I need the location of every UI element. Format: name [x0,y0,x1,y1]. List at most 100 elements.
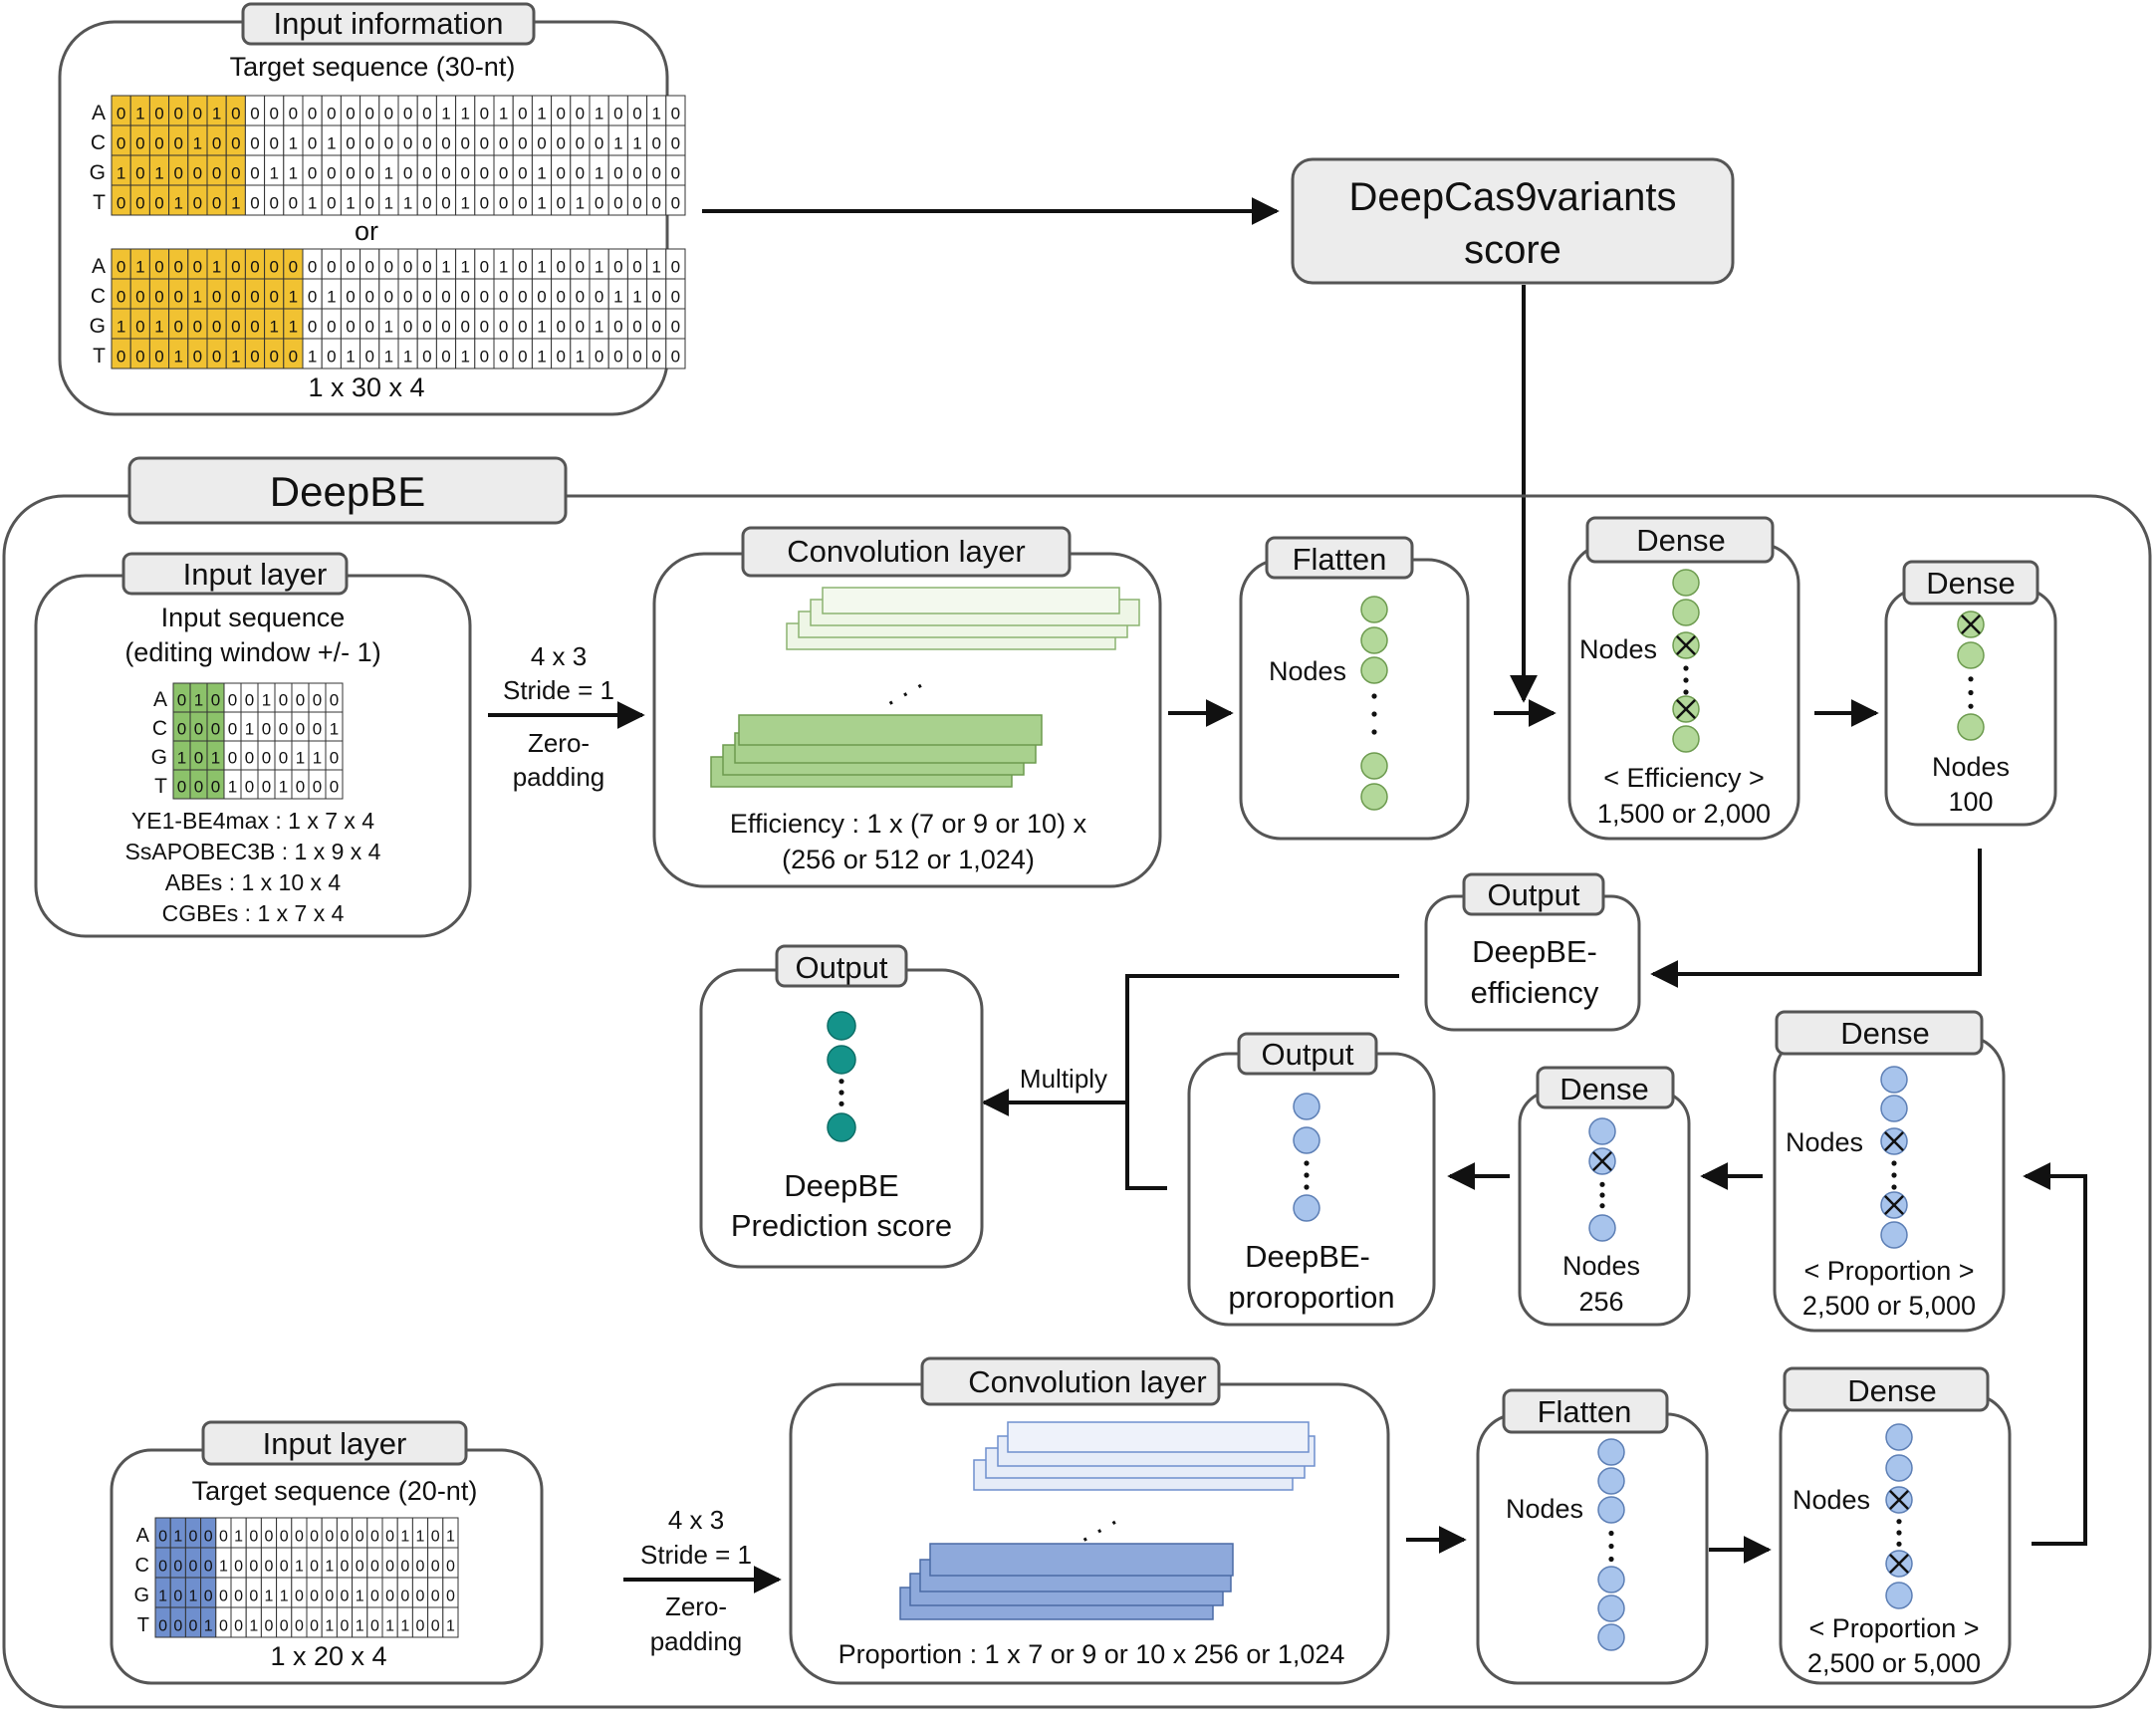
matrix-cell-value: 0 [441,317,450,336]
matrix-cell-value: 0 [651,163,660,182]
ellipsis-dot [1896,1530,1902,1536]
matrix-cell-value: 1 [537,257,546,276]
deepbe-title: DeepBE [270,468,425,515]
node [1672,725,1700,753]
spec-abes: ABEs : 1 x 10 x 4 [165,869,342,895]
matrix-cell-value: 1 [327,287,336,306]
matrix-cell-value: 0 [280,1617,289,1634]
matrix-cell-value: 0 [173,1588,182,1604]
matrix-cell-value: 0 [212,287,221,306]
input-information-title: Input information [274,6,504,41]
matrix-cell-value: 0 [204,1558,213,1575]
efficiency-conv-label-2: (256 or 512 or 1,024) [782,845,1035,874]
matrix-cell-value: 1 [346,347,355,366]
node [1597,1467,1625,1495]
matrix-cell-value: 0 [671,104,680,122]
matrix-cell-value: 0 [219,1528,228,1545]
matrix-cell-value: 1 [651,257,660,276]
matrix-row-label: G [133,1585,149,1606]
matrix-cell-value: 0 [480,287,489,306]
proportion-conv-label: Proportion : 1 x 7 or 9 or 10 x 256 or 1… [838,1639,1345,1669]
matrix-row-label: A [92,102,106,124]
matrix-cell-value: 0 [422,133,431,152]
matrix-cell [665,338,686,369]
node [1885,1454,1913,1482]
matrix-cell-value: 0 [289,104,298,122]
matrix-cell-value: 0 [613,163,622,182]
matrix-cell-value: 1 [212,257,221,276]
matrix-cell-value: 0 [325,1588,334,1604]
matrix-cell-value: 0 [265,1528,274,1545]
matrix-cell-value: 0 [262,720,271,739]
matrix-cell-value: 0 [651,193,660,212]
matrix-cell-value: 0 [431,1558,440,1575]
matrix-cell-value: 0 [219,1588,228,1604]
matrix-cell-value: 0 [671,133,680,152]
matrix-cell-value: 0 [279,691,288,710]
matrix-cell-value: 0 [346,317,355,336]
matrix-cell-value: 0 [154,257,163,276]
dense-proportion-mid-nodes [1880,1066,1908,1249]
matrix-cell-value: 0 [135,133,144,152]
kernel-size-label-bottom: 4 x 3 [668,1505,724,1535]
matrix-cell-value: 0 [269,287,278,306]
conv-params-top: 4 x 3 Stride = 1 Zero- padding [488,641,645,792]
matrix-cell-value: 0 [193,104,202,122]
matrix-cell-value: 0 [231,163,240,182]
matrix-cell-value: 1 [441,257,450,276]
matrix-cell-value: 0 [403,163,412,182]
matrix-cell-value: 0 [576,287,585,306]
ellipsis-dot [1608,1556,1614,1563]
matrix-cell-value: 0 [249,1588,258,1604]
matrix-cell-value: 0 [400,1558,409,1575]
matrix-cell-value: 0 [556,104,565,122]
matrix-cell-value: 1 [219,1558,228,1575]
matrix-cell-value: 0 [269,193,278,212]
matrix-cell-value: 0 [556,257,565,276]
matrix-cell-value: 0 [364,347,373,366]
matrix-cell-value: 0 [556,133,565,152]
deepbe-prediction-label-1: DeepBE [784,1168,898,1203]
matrix-cell-value: 0 [330,778,339,797]
input-layer-top-box: Input layer Input sequence (editing wind… [34,552,472,938]
matrix-cell-value: 0 [480,317,489,336]
matrix-cell-value: 0 [250,104,259,122]
matrix-cell-value: 0 [384,257,393,276]
matrix-cell-value: 0 [403,257,412,276]
matrix-cell-value: 0 [651,287,660,306]
flatten-bottom-box: Flatten Nodes [1476,1388,1709,1685]
matrix-cell-value: 1 [416,1528,425,1545]
matrix-row-label: T [93,191,106,214]
node-cross [1884,1131,1904,1151]
matrix-cell-value: 0 [518,133,527,152]
matrix-cell-value: 0 [460,163,469,182]
matrix-cell-value: 0 [204,1588,213,1604]
ellipsis-dot [1371,729,1377,735]
ellipsis-dot [1608,1543,1614,1550]
matrix-cell-value: 0 [234,1588,243,1604]
matrix-row-label: G [151,746,167,769]
output-prediction-box: Output DeepBE Prediction score [699,944,984,1269]
node [1360,752,1388,780]
matrix-cell-value: 1 [313,749,322,768]
matrix-cell-value: 0 [422,163,431,182]
matrix-cell-value: 0 [364,287,373,306]
matrix-cell-value: 0 [576,257,585,276]
dense-efficiency-box: Dense Nodes < Efficiency > 1,500 or 2,00… [1567,516,1800,841]
matrix-cell-value: 0 [193,163,202,182]
convolution-layer-bottom-box: Convolution layer . . . Proportion : 1 x… [789,1356,1390,1685]
matrix-cell-value: 0 [518,104,527,122]
matrix-cell-value: 0 [576,104,585,122]
multiply-label: Multiply [1020,1064,1107,1094]
matrix-cell-value: 0 [154,193,163,212]
matrix-row-label: C [91,285,106,308]
matrix-cell-value: 0 [117,193,125,212]
efficiency-nodes-count: 1,500 or 2,000 [1597,799,1771,829]
matrix-row-label: A [153,688,167,711]
matrix-cell-value: 0 [632,347,641,366]
matrix-cell [442,1606,459,1638]
dense-efficiency-nodes [1672,569,1700,753]
matrix-cell-value: 0 [154,104,163,122]
